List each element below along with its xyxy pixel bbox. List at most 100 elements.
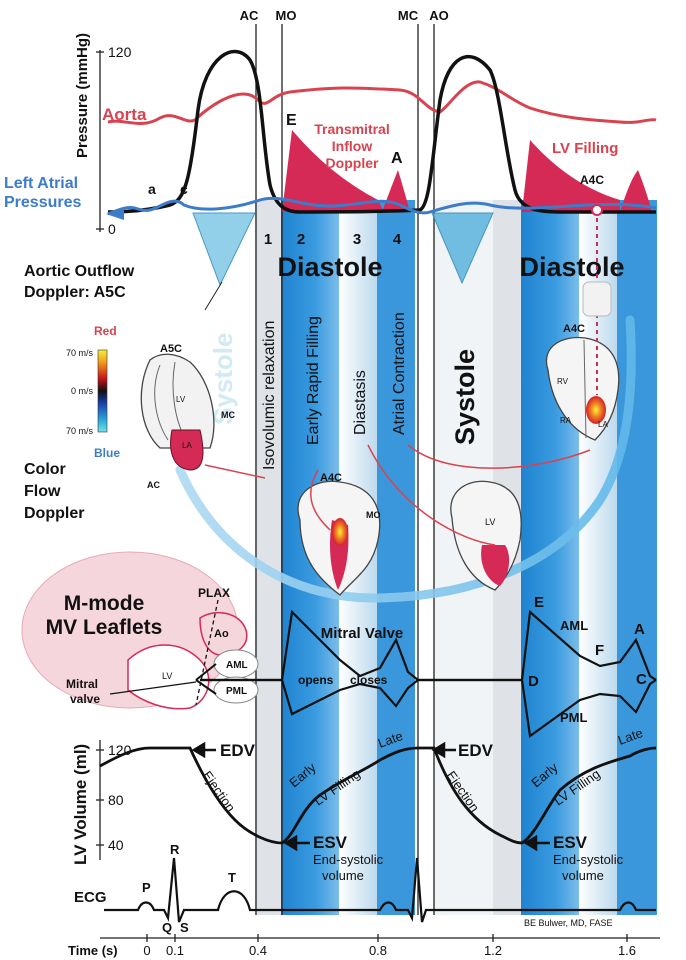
esv-label-1: ESV <box>313 833 348 852</box>
transducer-probe <box>582 281 612 317</box>
a5c-lv-label: LV <box>176 395 186 404</box>
mv-pml-label: PML <box>560 710 588 725</box>
a4c-mid-heart: A4C MO <box>297 472 381 596</box>
transmitral-a-wave <box>382 170 410 212</box>
edv-label-1: EDV <box>220 741 256 760</box>
lv-volume-curve <box>99 746 657 845</box>
lv-heart-label: LV <box>485 517 495 527</box>
ejection-label-1: Ejection <box>200 768 239 814</box>
diastasis-label: Diastasis <box>352 370 369 435</box>
mv-a-point: A <box>634 621 645 638</box>
event-mo: MO <box>276 8 297 23</box>
lv-filling-marker <box>591 204 603 216</box>
phase-bands <box>255 200 657 915</box>
pressure-axis-label: Pressure (mmHg) <box>74 33 91 158</box>
aortic-doppler-pointer <box>204 281 223 311</box>
time-tick-0: 0 <box>143 943 150 958</box>
time-tick-0.1: 0.1 <box>166 943 184 958</box>
mv-e-point: E <box>534 594 544 611</box>
phase-number-4: 4 <box>393 231 402 248</box>
volume-arrows <box>191 741 550 852</box>
time-tick-1.6: 1.6 <box>618 943 636 958</box>
left-atrial-pressure-curve <box>107 196 657 216</box>
scale-mid-label: 0 m/s <box>71 386 94 396</box>
scale-bot-label: 70 m/s <box>66 426 94 436</box>
phase-number-2: 2 <box>297 231 305 248</box>
esv-desc-4: volume <box>562 868 604 883</box>
transmitral-e-wave <box>282 130 384 212</box>
a4c-mo-label: MO <box>366 510 381 520</box>
a5c-mc-label: MC <box>221 410 235 420</box>
edv-label-2: EDV <box>458 741 494 760</box>
esv-desc-3: End-systolic <box>553 852 624 867</box>
a4c-la-label: LA <box>598 420 608 429</box>
scale-blue-label: Blue <box>94 446 120 460</box>
esv-desc-1: End-systolic <box>313 852 384 867</box>
a5c-la-label: LA <box>182 441 192 450</box>
a-wave-label: A <box>391 150 403 167</box>
closes-label: closes <box>350 673 388 687</box>
mmode-title-1: M-mode <box>64 592 145 615</box>
lv-pressure-curve <box>107 49 656 214</box>
mv-d-point: D <box>528 673 539 690</box>
plax-pml-label: PML <box>226 686 247 697</box>
a4c-rv-label: RV <box>557 377 569 386</box>
mmode-title-2: MV Leaflets <box>46 616 163 639</box>
time-tick-1.2: 1.2 <box>484 943 502 958</box>
mitral-valve-pointer <box>109 681 197 695</box>
pressure-tick-0: 0 <box>108 221 116 237</box>
aortic-outflow-label-2: Doppler: A5C <box>24 284 126 301</box>
a4c-right-heart: A4C RV RA LA <box>545 323 620 441</box>
transmitral-label-3: Doppler <box>326 155 379 171</box>
pressure-tick-120: 120 <box>108 44 132 60</box>
aortic-outflow-doppler-2 <box>431 212 494 285</box>
time-axis: 0 0.1 0.4 0.8 1.2 1.6 Time (s) <box>68 934 660 958</box>
lv-filling-e-wave <box>522 140 620 212</box>
ecg-p-label: P <box>142 880 151 895</box>
ecg-trace <box>104 857 656 923</box>
a4c-label-top: A4C <box>580 173 604 187</box>
mitral-valve-title: Mitral Valve <box>321 625 404 642</box>
plax-lv-label: LV <box>162 671 172 681</box>
a5c-ac-label: AC <box>147 480 160 490</box>
ecg-q-label: Q <box>162 920 172 935</box>
transmitral-label-2: Inflow <box>332 138 373 154</box>
atrial-arrowhead <box>106 208 124 220</box>
volume-axis-label: LV Volume (ml) <box>71 744 90 865</box>
ecg-s-label: S <box>180 920 189 935</box>
plax-ao-label: Ao <box>214 628 229 640</box>
plax-label: PLAX <box>198 586 230 600</box>
aorta-label: Aorta <box>102 105 147 124</box>
volume-axis: 120 80 40 LV Volume (ml) <box>71 740 132 865</box>
mv-c-point: C <box>636 671 647 688</box>
a4c-right-pointer <box>407 444 591 469</box>
lv-filling-a-wave <box>620 170 652 212</box>
a5c-pointer <box>204 464 266 479</box>
e-wave-label: E <box>286 112 297 129</box>
aortic-pressure-curve <box>107 80 657 125</box>
left-atrial-label-2: Pressures <box>4 194 81 211</box>
event-mc: MC <box>398 8 419 23</box>
transmitral-label-1: Transmitral <box>314 121 389 137</box>
lv-heart-pointer <box>367 444 496 546</box>
esv-desc-2: volume <box>322 868 364 883</box>
mv-aml-label: AML <box>560 618 588 633</box>
a4c-right-label: A4C <box>563 323 585 335</box>
ecg-t-label: T <box>228 870 236 885</box>
a5c-label: A5C <box>160 343 182 355</box>
esv-label-2: ESV <box>553 833 588 852</box>
aortic-outflow-doppler-1 <box>192 212 256 287</box>
volume-tick-40: 40 <box>108 837 124 853</box>
ecg-r-label: R <box>170 842 180 857</box>
left-atrial-label-1: Left Atrial <box>4 175 78 192</box>
lv-heart: LV <box>450 480 522 591</box>
band-atrial-contraction <box>377 200 415 915</box>
band-isovolumic <box>255 200 281 915</box>
systole-title: Systole <box>450 349 480 445</box>
event-ac: AC <box>240 8 259 23</box>
opens-label: opens <box>298 673 334 687</box>
early-rapid-filling-label: Early Rapid Filling <box>305 316 322 445</box>
time-tick-0.4: 0.4 <box>249 943 267 958</box>
